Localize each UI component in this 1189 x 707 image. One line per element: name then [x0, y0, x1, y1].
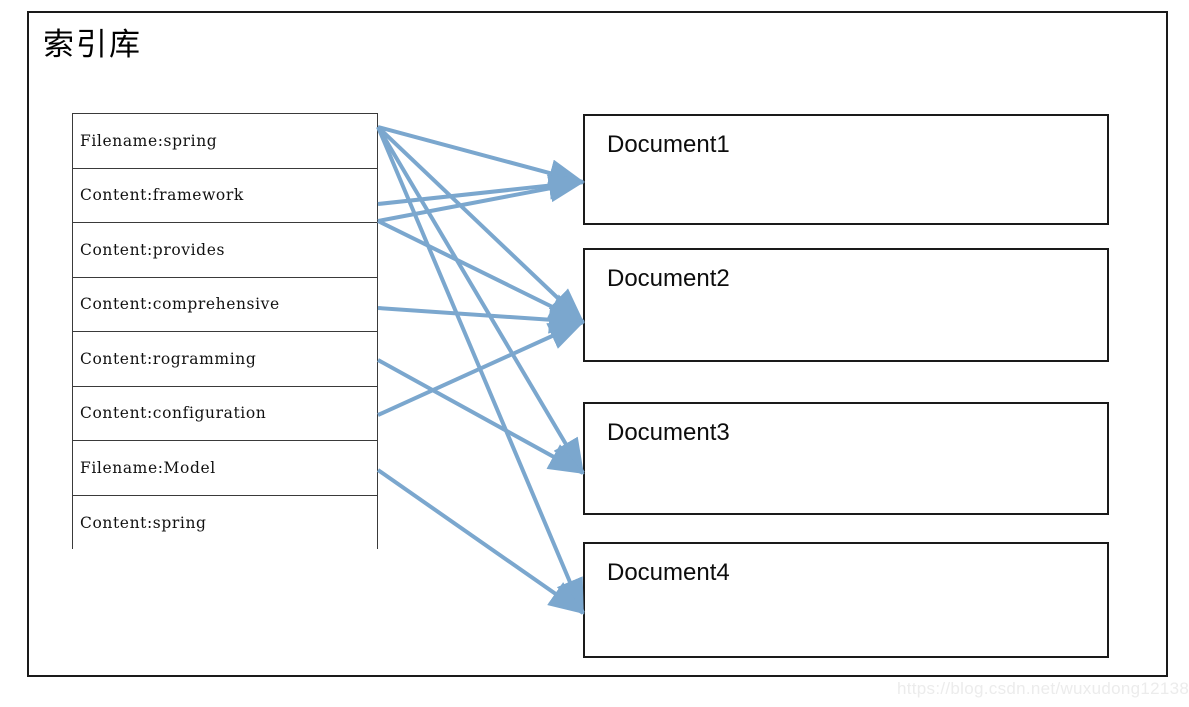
table-row[interactable]: Content:spring — [73, 495, 377, 550]
index-library-table: Filename:spring Content:framework Conten… — [72, 113, 378, 550]
index-term-label: Content:spring — [80, 513, 207, 532]
table-row[interactable]: Content:comprehensive — [73, 277, 377, 332]
table-row[interactable]: Content:configuration — [73, 386, 377, 441]
page-title: 索引库 — [43, 27, 142, 63]
index-term-label: Content:configuration — [80, 404, 267, 423]
index-term-label: Content:provides — [80, 240, 226, 259]
index-term-label: Filename:Model — [80, 458, 216, 477]
index-term-label: Content:rogramming — [80, 349, 257, 368]
document-box-4[interactable]: Document4 — [583, 542, 1109, 658]
index-term-label: Content:comprehensive — [80, 295, 280, 314]
table-row[interactable]: Filename:spring — [73, 114, 377, 169]
index-term-label: Filename:spring — [80, 131, 218, 150]
document-box-3[interactable]: Document3 — [583, 402, 1109, 515]
document-label: Document2 — [607, 265, 730, 292]
document-box-2[interactable]: Document2 — [583, 248, 1109, 362]
table-row[interactable]: Filename:Model — [73, 441, 377, 496]
watermark-text: https://blog.csdn.net/wuxudong12138 — [897, 679, 1189, 698]
document-box-1[interactable]: Document1 — [583, 114, 1109, 225]
document-label: Document4 — [607, 559, 730, 586]
document-label: Document1 — [607, 131, 730, 158]
document-label: Document3 — [607, 419, 730, 446]
index-term-label: Content:framework — [80, 186, 244, 205]
table-row[interactable]: Content:rogramming — [73, 332, 377, 387]
table-row[interactable]: Content:framework — [73, 168, 377, 223]
table-row[interactable]: Content:provides — [73, 223, 377, 278]
